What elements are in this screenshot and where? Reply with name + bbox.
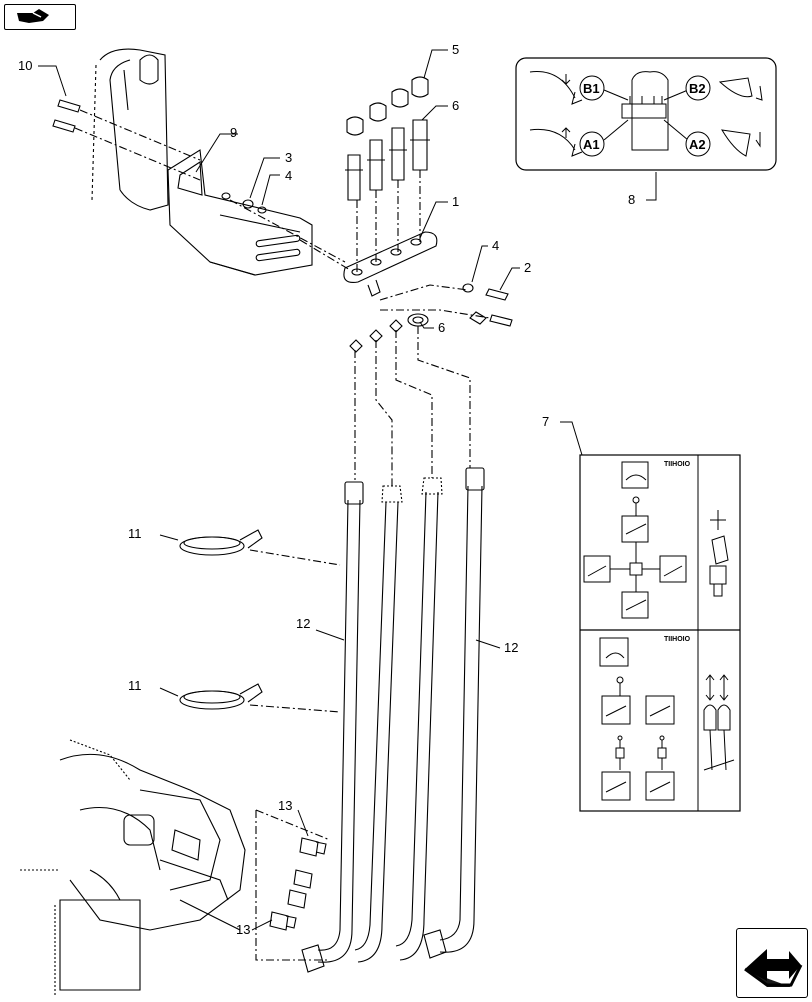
callout-4-right: 4 — [492, 238, 499, 253]
decal-code-top: TIIHOIO — [664, 461, 691, 468]
port-a2-label: A2 — [689, 137, 706, 152]
callout-11-top: 11 — [128, 526, 142, 541]
coupler-plate — [343, 231, 438, 297]
dust-caps — [346, 76, 429, 136]
adapter-fittings — [269, 837, 327, 931]
callout-13-top: 13 — [278, 798, 292, 813]
callout-10: 10 — [18, 58, 32, 73]
callout-6-top: 6 — [452, 98, 459, 113]
decal-code-bottom: TIIHOIO — [664, 636, 691, 643]
callout-11-bottom: 11 — [128, 678, 142, 693]
port-a1-label: A1 — [583, 137, 600, 152]
callout-leaders — [38, 49, 657, 931]
bolt-and-washer — [462, 283, 513, 327]
callout-2: 2 — [524, 260, 531, 275]
callout-6-bottom: 6 — [438, 320, 445, 335]
next-page-arrow-icon — [744, 949, 803, 987]
callout-13-bottom: 13 — [236, 922, 250, 937]
callout-7: 7 — [542, 414, 549, 429]
hand-pointer-icon — [17, 9, 49, 23]
quick-couplers — [345, 119, 430, 201]
port-b2-label: B2 — [689, 81, 706, 96]
hose-clips — [179, 529, 263, 710]
assembly-lines — [74, 109, 491, 961]
control-function-diagram: B1 B2 A1 A2 — [515, 57, 777, 171]
callout-1: 1 — [452, 194, 459, 209]
callout-9: 9 — [230, 125, 237, 140]
previous-page-button[interactable] — [4, 4, 76, 30]
mounting-bracket — [167, 149, 313, 276]
hydraulic-hoses — [301, 467, 485, 973]
callout-4-left: 4 — [285, 168, 292, 183]
tractor-valve-assembly — [20, 739, 246, 995]
port-b1-label: B1 — [583, 81, 600, 96]
loader-arm — [91, 48, 169, 211]
callout-5: 5 — [452, 42, 459, 57]
operating-decal: TIIHOIO TIIHOIO — [579, 454, 741, 812]
callout-12-left: 12 — [296, 616, 310, 631]
lock-nuts — [349, 313, 429, 353]
bracket-bolts — [52, 99, 267, 214]
callout-8: 8 — [628, 192, 635, 207]
callout-3: 3 — [285, 150, 292, 165]
callout-12-right: 12 — [504, 640, 518, 655]
next-page-button[interactable] — [736, 928, 808, 998]
